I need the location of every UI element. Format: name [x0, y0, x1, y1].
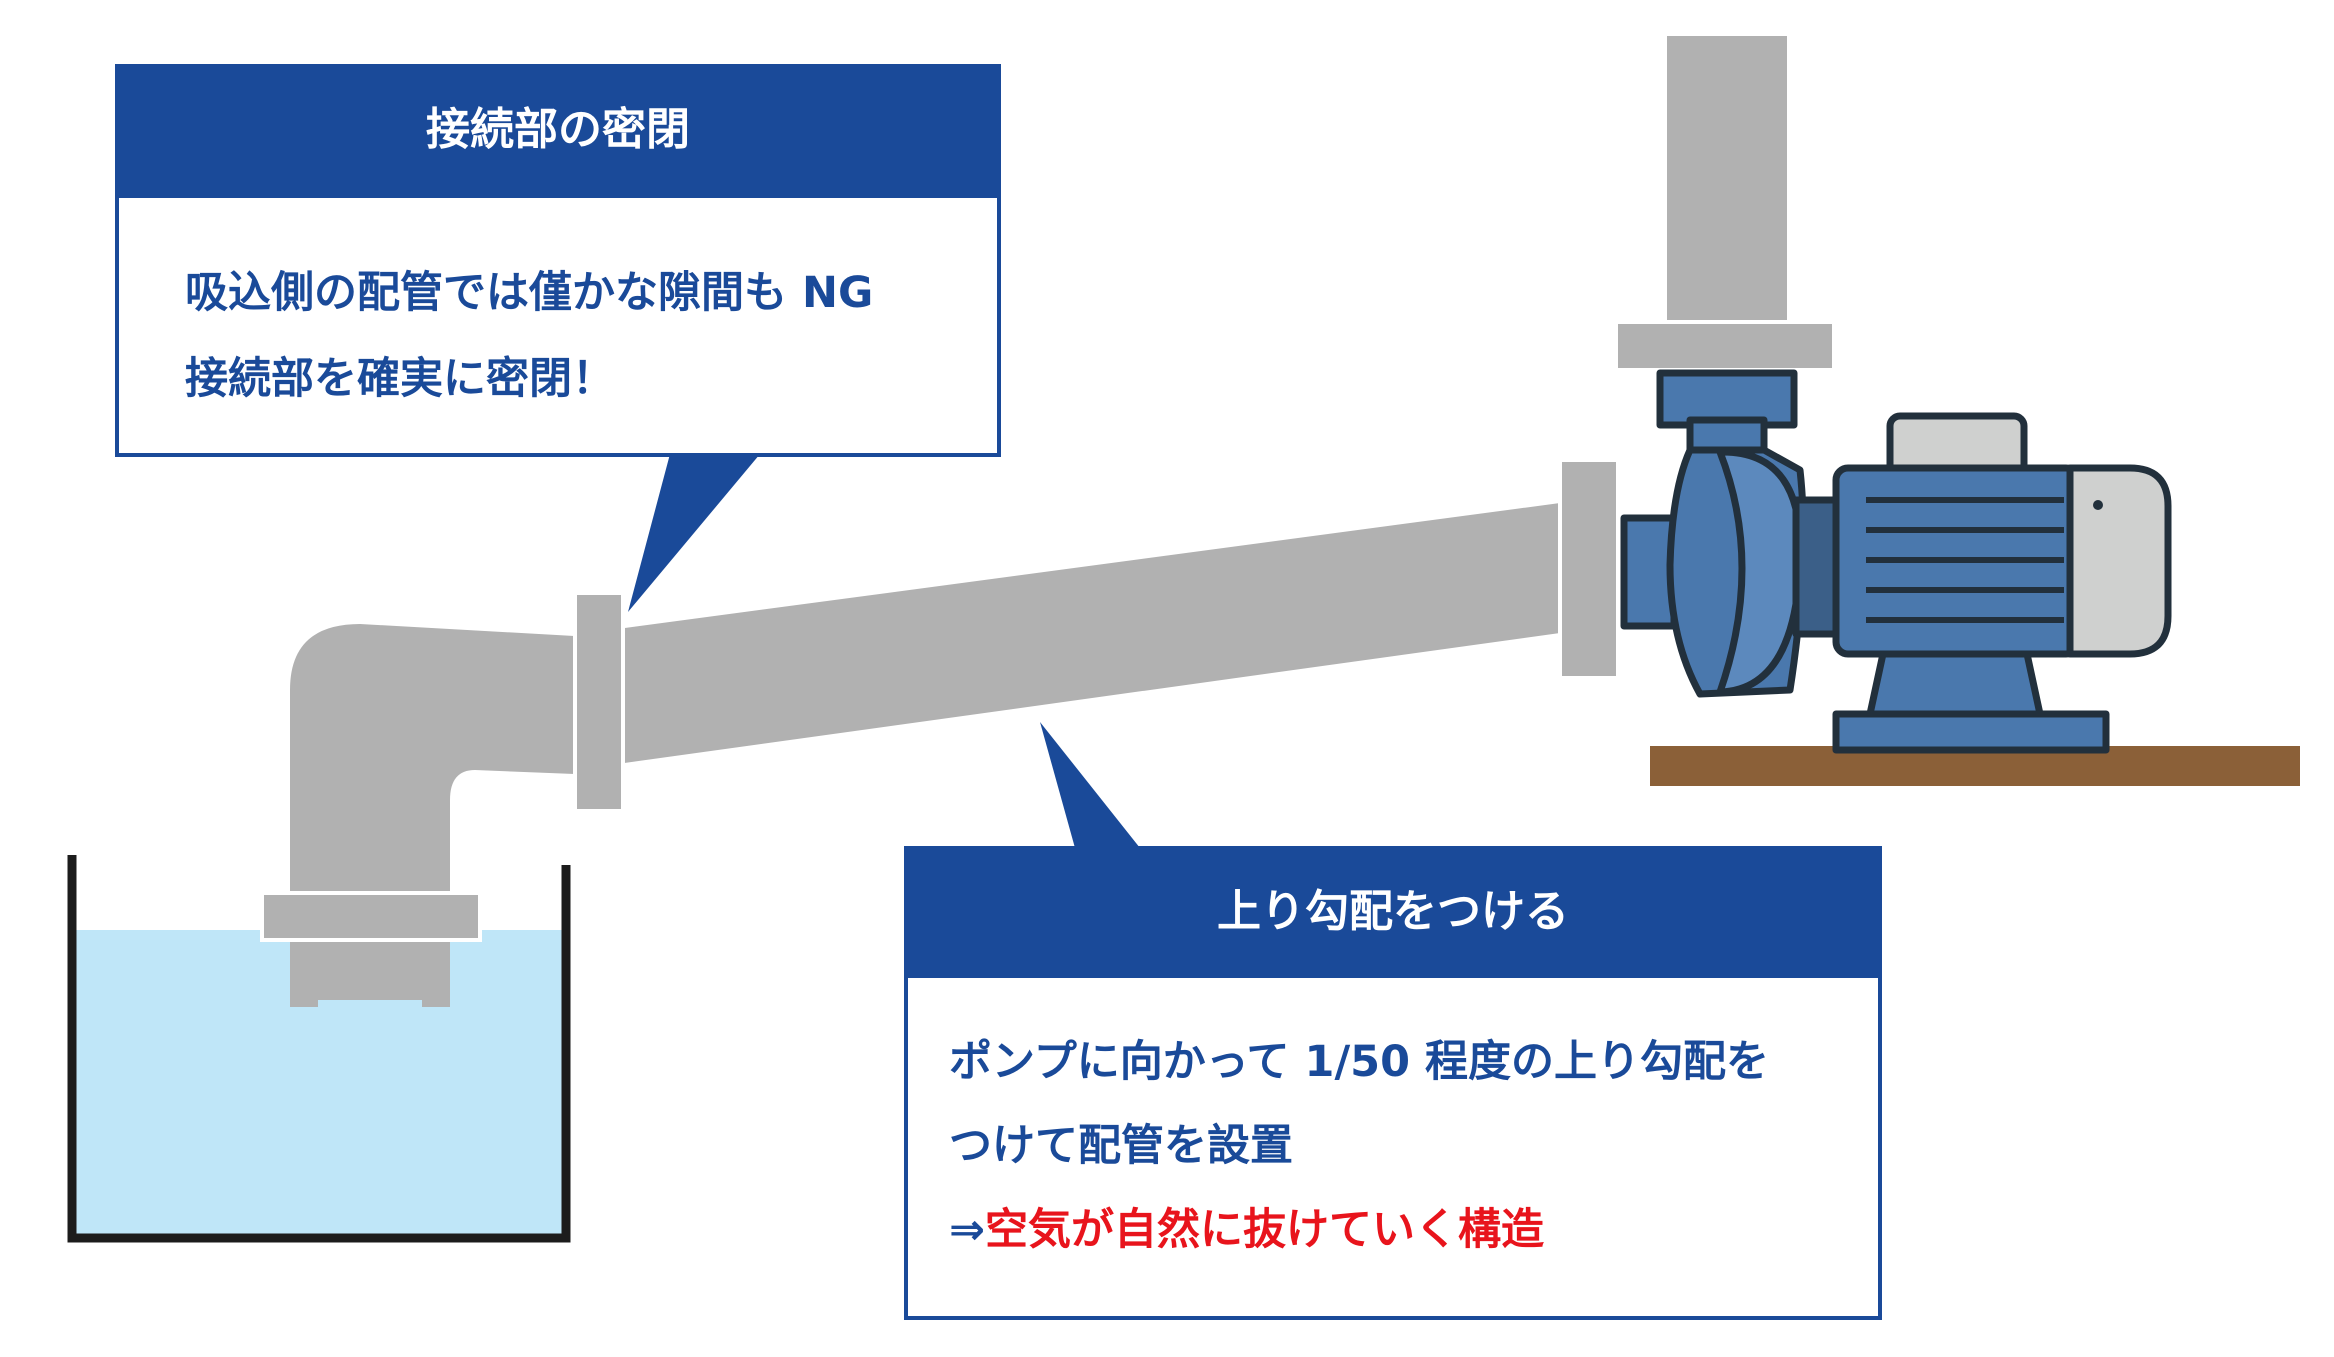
discharge-pipe — [1614, 36, 1836, 372]
centrifugal-pump — [1620, 369, 2172, 754]
callout-slope-pointer — [1040, 722, 1140, 848]
callout-text-line: つけて配管を設置 — [949, 1121, 1293, 1171]
callout-title: 上り勾配をつける — [908, 850, 1878, 978]
motor-cooling-fins — [1866, 497, 2064, 623]
callout-title: 接続部の密閉 — [119, 68, 997, 198]
callout-text-line: ポンプに向かって 1/50 程度の上り勾配を — [949, 1037, 1769, 1087]
discharge-flange — [1614, 320, 1836, 372]
callout-upward-slope: 上り勾配をつける ポンプに向かって 1/50 程度の上り勾配を つけて配管を設置… — [904, 846, 1882, 1320]
callout-body: 吸込側の配管では僅かな隙間も NG 接続部を確実に密閉！ — [119, 198, 997, 422]
motor-end-bolt — [2093, 500, 2103, 510]
pump-cover — [1716, 448, 1804, 696]
pipe-flange-pump-inlet — [1558, 458, 1620, 680]
emphasis-text: 空気が自然に抜けていく構造 — [985, 1205, 1545, 1255]
pipe-flange-bottom — [260, 891, 482, 942]
right-arrow-symbol: ⇒ — [949, 1205, 986, 1255]
callout-text-line: 吸込側の配管では僅かな隙間も NG — [185, 268, 874, 318]
pump-outlet-flange — [1656, 369, 1798, 429]
discharge-pipe-riser — [1667, 36, 1787, 328]
pipe-bottom-foot-right — [422, 985, 450, 1007]
callout-text-line-emphasis: ⇒空気が自然に抜けていく構造 — [949, 1188, 1878, 1272]
callout-connection-sealing: 接続部の密閉 吸込側の配管では僅かな隙間も NG 接続部を確実に密閉！ — [115, 64, 1001, 457]
tank-wall — [67, 855, 571, 1243]
callout-sealing-pointer — [628, 454, 760, 612]
motor-base-plate — [1832, 710, 2110, 754]
callout-text-line: 接続部を確実に密閉！ — [185, 354, 615, 404]
pump-inlet-neck — [1620, 514, 1678, 630]
callout-body: ポンプに向かって 1/50 程度の上り勾配を つけて配管を設置 ⇒空気が自然に抜… — [908, 978, 1878, 1272]
pump-outlet-neck — [1686, 416, 1768, 454]
pipe-sloped-run — [610, 503, 1560, 765]
pipe-bottom-foot-left — [290, 985, 318, 1007]
suction-pipe — [260, 458, 1620, 1007]
motor-end-cap — [2066, 464, 2172, 658]
pipe-flange-middle — [573, 591, 625, 813]
